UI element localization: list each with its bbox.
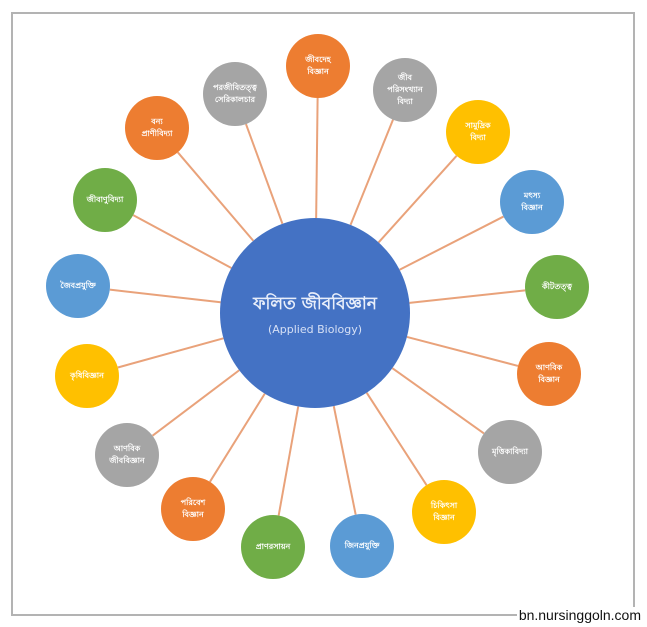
connector-line <box>365 392 428 486</box>
connector-line <box>399 215 504 271</box>
topic-node: মৎস্য বিজ্ঞান <box>500 170 564 234</box>
topic-node: জীব পরিসংখ্যান বিদ্যা <box>373 58 437 122</box>
connector-line <box>349 119 394 226</box>
topic-node: আণবিক জীববিজ্ঞান <box>95 423 159 487</box>
topic-node: কীটতত্ত্ব <box>525 255 589 319</box>
topic-node: বন্য প্রাণীবিদ্যা <box>125 96 189 160</box>
topic-node: জীবদেহ বিজ্ঞান <box>286 34 350 98</box>
topic-node: পরজীবিতত্ত্ব সেরিকালচার <box>203 62 267 126</box>
central-subtitle: (Applied Biology) <box>267 322 363 336</box>
topic-node: জিনপ্রযুক্তি <box>330 514 394 578</box>
topic-node: কৃষিবিজ্ঞান <box>55 344 119 408</box>
connector-line <box>277 406 300 516</box>
connector-line <box>132 214 232 269</box>
watermark: bn.nursinggoln.com <box>516 607 643 623</box>
topic-node: মৃত্তিকাবিদ্যা <box>478 420 542 484</box>
central-node: ফলিত জীববিজ্ঞান (Applied Biology) <box>220 218 410 408</box>
connector-line <box>332 405 357 515</box>
connector-line <box>109 288 221 304</box>
connector-line <box>177 151 255 242</box>
connector-line <box>377 155 458 244</box>
topic-node: চিকিৎসা বিজ্ঞান <box>412 480 476 544</box>
topic-node: জৈবপ্রযুক্তি <box>46 254 110 318</box>
connector-line <box>391 367 485 435</box>
connector-line <box>117 337 224 369</box>
connector-line <box>245 123 284 225</box>
connector-line <box>406 335 519 367</box>
topic-node: আণবিক বিজ্ঞান <box>517 342 581 406</box>
diagram-frame <box>11 12 635 616</box>
topic-node: সামুদ্রিক বিদ্যা <box>446 100 510 164</box>
connector-line <box>315 97 319 219</box>
connector-line <box>409 289 526 304</box>
connector-line <box>151 369 240 437</box>
topic-node: জীবাণুবিদ্যা <box>73 168 137 232</box>
central-title: ফলিত জীববিজ্ঞান <box>253 293 377 314</box>
topic-node: পরিবেশ বিজ্ঞান <box>161 477 225 541</box>
topic-node: প্রাণরসায়ন <box>241 515 305 579</box>
connector-line <box>209 393 266 483</box>
